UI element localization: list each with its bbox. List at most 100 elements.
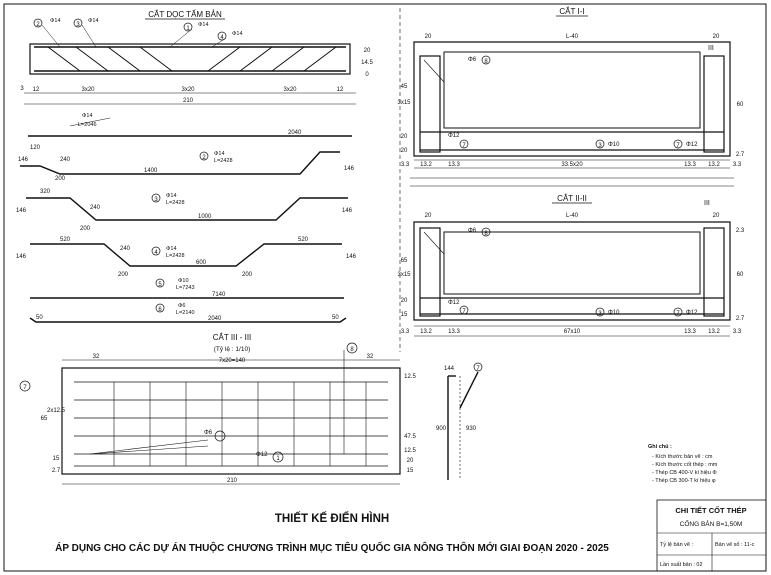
svg-text:Φ14: Φ14 xyxy=(82,113,93,119)
mark-label: 1 xyxy=(186,26,190,32)
mark-circle xyxy=(33,18,43,28)
svg-text:15: 15 xyxy=(53,456,60,462)
svg-text:2040: 2040 xyxy=(288,130,302,136)
section-1-body xyxy=(410,41,734,187)
svg-text:7140: 7140 xyxy=(212,292,226,298)
svg-text:III: III xyxy=(708,45,714,52)
svg-text:2.3: 2.3 xyxy=(736,228,745,234)
svg-text:144: 144 xyxy=(444,366,455,372)
svg-text:5: 5 xyxy=(158,282,162,288)
stirrup-detail: 144 900 930 7 xyxy=(436,362,483,480)
svg-text:4: 4 xyxy=(154,250,158,256)
svg-text:146: 146 xyxy=(346,254,357,260)
bar-spec: Φ14 xyxy=(198,22,209,28)
svg-text:20: 20 xyxy=(401,134,408,140)
bent-bars-group xyxy=(47,46,337,72)
section-3-dims: 32 7x20=140 32 65 2x12.5 15 2.7 12.5 47.… xyxy=(19,342,416,484)
svg-text:520: 520 xyxy=(298,237,309,243)
svg-text:13.3: 13.3 xyxy=(684,162,696,168)
svg-text:65: 65 xyxy=(401,258,408,264)
svg-text:12.5: 12.5 xyxy=(404,448,416,454)
svg-text:13.2: 13.2 xyxy=(708,329,720,335)
svg-text:L=2046: L=2046 xyxy=(78,122,97,128)
svg-text:8: 8 xyxy=(484,59,488,65)
slab-outline xyxy=(29,43,351,75)
section-1-title: CẮT I-I xyxy=(559,7,584,16)
bar-5: 5 Φ10 L=7243 7140 xyxy=(30,278,344,299)
svg-text:13.3: 13.3 xyxy=(448,329,460,335)
svg-text:3x15: 3x15 xyxy=(397,272,411,278)
bar-3: 320 146 240 200 1000 146 3 Φ14 L=2428 xyxy=(16,189,353,232)
svg-text:8: 8 xyxy=(484,231,488,237)
svg-text:60: 60 xyxy=(737,102,744,108)
svg-text:3: 3 xyxy=(154,197,158,203)
svg-text:200: 200 xyxy=(80,226,91,232)
dim-text: 3 xyxy=(20,86,24,92)
long-section-title: CẮT DỌC TẤM BẢN xyxy=(148,9,222,19)
bar-spec: Φ14 xyxy=(232,31,243,37)
svg-text:1400: 1400 xyxy=(144,168,158,174)
svg-text:Φ10: Φ10 xyxy=(608,142,620,148)
scale-label: Tỷ lệ bản vẽ : xyxy=(660,541,693,548)
svg-text:13.3: 13.3 xyxy=(684,329,696,335)
svg-text:20: 20 xyxy=(425,213,432,219)
title-block-heading: CHI TIẾT CỐT THÉP xyxy=(675,505,746,515)
svg-text:520: 520 xyxy=(60,237,71,243)
svg-text:12.5: 12.5 xyxy=(404,374,416,380)
svg-text:Φ12: Φ12 xyxy=(686,142,698,148)
svg-text:2040: 2040 xyxy=(208,316,222,322)
svg-text:Φ6: Φ6 xyxy=(468,57,477,63)
svg-text:200: 200 xyxy=(118,272,129,278)
svg-text:15: 15 xyxy=(407,468,414,474)
section-2-body xyxy=(413,221,731,337)
svg-text:Φ14: Φ14 xyxy=(214,151,225,157)
svg-text:Φ10: Φ10 xyxy=(608,310,620,316)
svg-text:240: 240 xyxy=(120,246,131,252)
section-2-dims: 20 L-40 20 III 65 3x15 20 15 60 2.3 2.7 … xyxy=(397,200,744,335)
bar-spec: Φ14 xyxy=(50,18,61,24)
title-block: CHI TIẾT CỐT THÉP CỐNG BẢN B=1,50M Tỷ lệ… xyxy=(656,499,767,572)
title-block-sub: CỐNG BẢN B=1,50M xyxy=(680,518,743,528)
mark-circle xyxy=(183,22,193,32)
svg-text:7x20=140: 7x20=140 xyxy=(219,358,246,364)
svg-text:60: 60 xyxy=(737,272,744,278)
svg-text:13.2: 13.2 xyxy=(420,162,432,168)
svg-text:3.3: 3.3 xyxy=(401,329,410,335)
svg-text:6: 6 xyxy=(158,307,162,313)
section-3-body xyxy=(61,350,401,485)
section-3-scale: (Tỷ lệ : 1/10) xyxy=(214,346,250,353)
section-3-title: CẮT III - III xyxy=(213,333,252,342)
dim-text: 14.5 xyxy=(361,60,373,66)
dim-text: 20 xyxy=(364,48,371,54)
svg-text:3: 3 xyxy=(598,311,602,317)
svg-text:600: 600 xyxy=(196,260,207,266)
note-line: - Thép CB 400-V kí hiệu Φ xyxy=(652,470,717,476)
issue-label: Lần xuất bản : 02 xyxy=(660,562,703,568)
dim-text: 210 xyxy=(183,98,194,104)
section-2-title: CẮT II-II xyxy=(557,194,587,203)
svg-text:L=7243: L=7243 xyxy=(176,285,195,291)
svg-text:20: 20 xyxy=(713,34,720,40)
svg-text:Φ6: Φ6 xyxy=(204,430,213,436)
svg-text:47.5: 47.5 xyxy=(404,434,416,440)
svg-text:3.3: 3.3 xyxy=(733,329,742,335)
svg-text:320: 320 xyxy=(40,189,51,195)
bar-4: 520 146 240 200 600 520 146 200 4 Φ14 L=… xyxy=(16,237,357,278)
main-title: THIẾT KẾ ĐIỂN HÌNH xyxy=(275,512,389,525)
svg-text:240: 240 xyxy=(60,157,71,163)
svg-text:65: 65 xyxy=(41,416,48,422)
svg-text:15: 15 xyxy=(401,312,408,318)
svg-text:Φ10: Φ10 xyxy=(178,278,189,284)
svg-text:Φ6: Φ6 xyxy=(178,303,185,309)
svg-text:7: 7 xyxy=(676,311,680,317)
svg-text:33.5x20: 33.5x20 xyxy=(561,162,583,168)
top-view-dims: 12 3x20 3x20 3x20 12 210 3 20 14.5 0 xyxy=(20,48,373,104)
svg-text:3x15: 3x15 xyxy=(397,100,411,106)
svg-text:Φ14: Φ14 xyxy=(166,193,177,199)
svg-text:13.2: 13.2 xyxy=(420,329,432,335)
svg-text:Φ12: Φ12 xyxy=(448,300,460,306)
svg-text:146: 146 xyxy=(342,208,353,214)
section-1-dims: 20 L-40 20 III 45 3x15 20 20 60 2.7 3.3 … xyxy=(397,34,744,168)
svg-text:3: 3 xyxy=(598,143,602,149)
svg-text:32: 32 xyxy=(367,354,374,360)
